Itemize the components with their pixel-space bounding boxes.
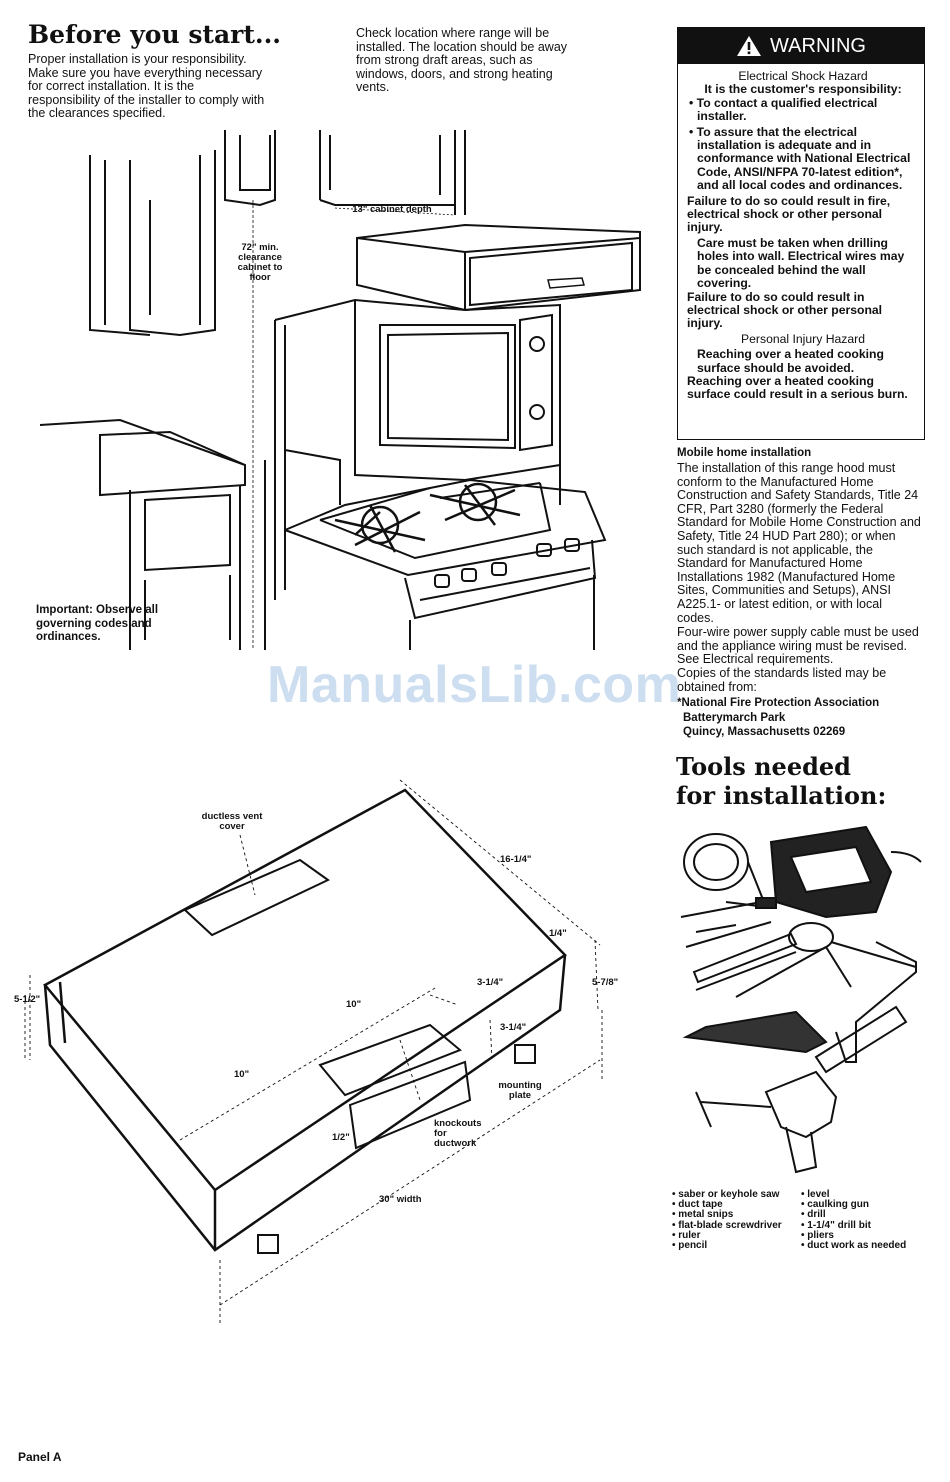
mobile-home-cable: Four-wire power supply cable must be use… — [677, 625, 919, 667]
tool-item: • pliers — [801, 1229, 834, 1241]
label-knockouts: knockouts for ductwork — [434, 1118, 482, 1149]
dim-three-quarter-a: 3-1/4" — [477, 977, 504, 988]
dim-height-left: 5-1/2" — [14, 994, 41, 1005]
tools-title-line-2: for installation: — [676, 781, 887, 810]
warning-reach-2: Reaching over a heated cooking surface c… — [687, 373, 908, 402]
dim-ten-a: 10" — [346, 999, 362, 1010]
tool-item: • saber or keyhole saw — [672, 1189, 780, 1200]
address-line-2: Batterymarch Park — [683, 711, 786, 724]
address-line-1: *National Fire Protection Association — [677, 697, 880, 709]
tools-list-col-1: • saber or keyhole saw • duct tape • met… — [672, 1189, 782, 1252]
warning-header-text: WARNING — [770, 34, 866, 57]
dim-height-right: 5-7/8" — [592, 977, 619, 988]
warning-bullet-2: • To assure that the electrical installa… — [689, 124, 911, 193]
dim-depth: 16-1/4" — [500, 854, 532, 865]
tool-item: • level — [801, 1189, 830, 1200]
tool-item: • duct tape — [672, 1199, 723, 1211]
mobile-home-address: *National Fire Protection Association Ba… — [677, 696, 879, 740]
label-clearance: 72" min. clearance cabinet to floor — [237, 242, 283, 283]
mobile-home-heading: Mobile home installation — [677, 447, 812, 459]
warning-failure-1: Failure to do so could result in fire, e… — [687, 193, 891, 235]
dim-quarter: 1/4" — [549, 928, 567, 939]
tools-title: Tools needed for installation: — [676, 752, 886, 810]
watermark: ManualsLib.com — [267, 656, 682, 714]
footer-panel-label: Panel A — [18, 1450, 62, 1464]
tools-list-col-2: • level • caulking gun • drill • 1-1/4" … — [801, 1189, 907, 1252]
page-title: Before you start... — [28, 20, 281, 49]
mobile-home-body: The installation of this range hood must… — [677, 461, 921, 625]
dim-three-quarter-b: 3-1/4" — [500, 1022, 527, 1033]
label-mounting-plate: mounting plate — [498, 1080, 542, 1101]
warning-triangle-icon — [737, 36, 762, 56]
tool-item: • flat-blade screwdriver — [672, 1219, 782, 1231]
intro-paragraph-2: Check location where range will be insta… — [356, 26, 568, 95]
address-line-3: Quincy, Massachusetts 02269 — [683, 726, 846, 738]
warning-line-1: It is the customer's responsibility: — [704, 82, 902, 97]
kitchen-illustration — [39, 130, 641, 650]
hood-dimension-diagram — [24, 779, 603, 1325]
label-vent-cover: ductless vent cover — [201, 811, 263, 832]
tools-title-line-1: Tools needed — [676, 752, 851, 781]
mobile-home-copies: Copies of the standards listed may be ob… — [677, 666, 887, 694]
tools-illustration — [680, 825, 922, 1174]
warning-box: WARNING Electrical Shock Hazard It is th… — [677, 27, 925, 440]
dim-half: 1/2" — [332, 1132, 350, 1143]
tool-item: • pencil — [672, 1240, 708, 1252]
warning-subtitle: Electrical Shock Hazard — [738, 69, 868, 83]
tool-item: • metal snips — [672, 1209, 734, 1221]
tool-item: • drill — [801, 1209, 826, 1221]
tool-item: • 1-1/4" drill bit — [801, 1219, 871, 1231]
warning-reach-1: Reaching over a heated cooking surface s… — [697, 347, 884, 375]
intro-paragraph-1: Proper installation is your responsibili… — [28, 52, 265, 121]
warning-bullet-1: • To contact a qualified electrical inst… — [689, 95, 878, 124]
dim-ten-b: 10" — [234, 1069, 250, 1080]
warning-failure-2: Failure to do so could result in electri… — [687, 289, 883, 331]
warning-care: Care must be taken when drilling holes i… — [697, 235, 905, 291]
tool-item: • ruler — [672, 1229, 701, 1241]
warning-header: WARNING — [678, 28, 924, 64]
warning-body: Electrical Shock Hazard It is the custom… — [687, 69, 919, 402]
important-note: Important: Observe all governing codes a… — [36, 604, 159, 643]
label-cabinet-depth: 13" cabinet depth — [352, 204, 432, 215]
dim-width: 30" width — [379, 1194, 422, 1205]
tool-item: • caulking gun — [801, 1199, 869, 1211]
tool-item: • duct work as needed — [801, 1240, 907, 1252]
warning-hazard-title: Personal Injury Hazard — [741, 331, 865, 346]
